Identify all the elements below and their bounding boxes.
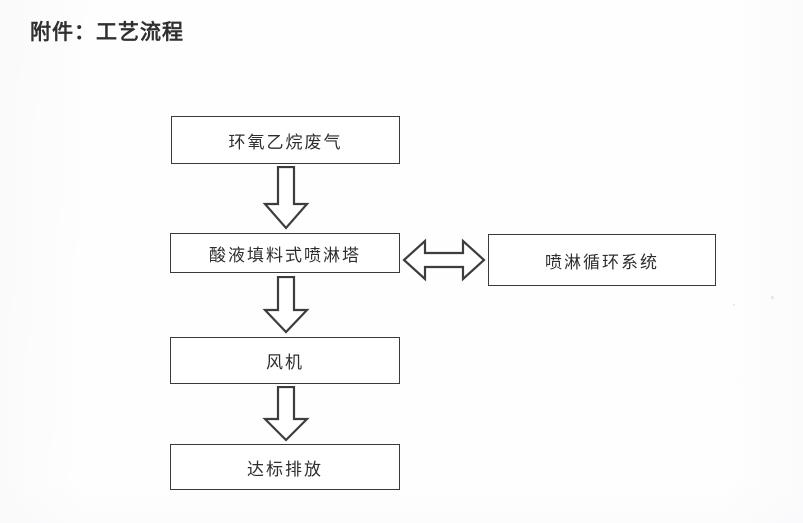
node-fan[interactable]: 风机 [170,337,400,384]
down-arrow-icon [262,386,310,442]
down-arrow-icon [262,276,310,334]
arrow-scrubber-to-fan [262,276,310,334]
node-recycle[interactable]: 喷淋循环系统 [488,234,716,286]
node-feed[interactable]: 环氧乙烷废气 [171,116,400,164]
node-scrubber-label: 酸液填料式喷淋塔 [209,245,361,266]
node-recycle-label: 喷淋循环系统 [545,252,659,273]
double-headed-arrow-icon [402,238,486,282]
down-arrow-icon [262,166,310,230]
node-discharge[interactable]: 达标排放 [170,444,400,490]
node-fan-label: 风机 [266,353,304,373]
page-title: 附件：工艺流程 [30,19,184,44]
arrow-feed-to-scrubber [262,166,310,230]
scan-speck [771,296,774,299]
node-scrubber[interactable]: 酸液填料式喷淋塔 [170,233,400,273]
node-discharge-label: 达标排放 [247,459,323,480]
arrow-fan-to-discharge [262,386,310,442]
arrow-scrubber-recycle [402,236,486,284]
scan-speck [733,304,735,306]
node-feed-label: 环氧乙烷废气 [228,132,343,153]
